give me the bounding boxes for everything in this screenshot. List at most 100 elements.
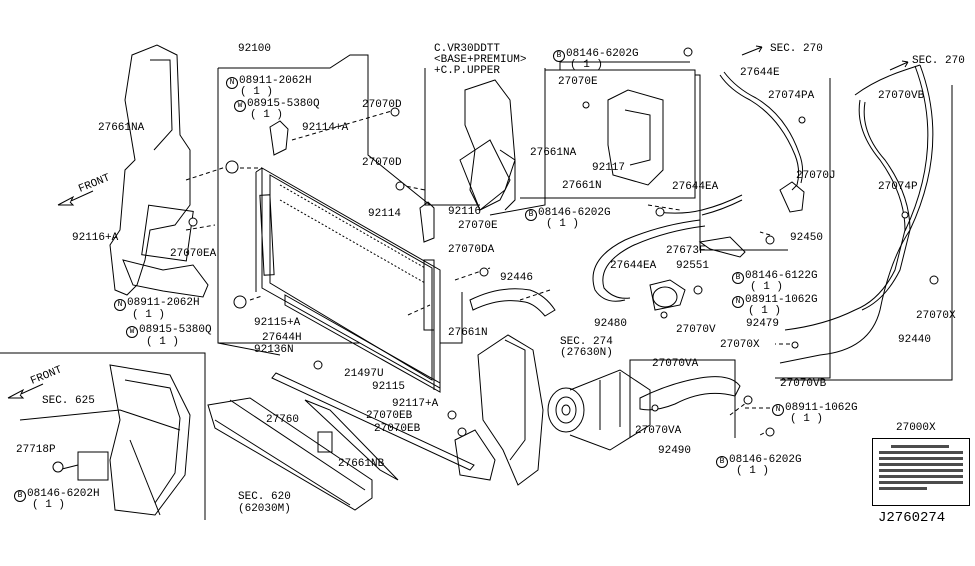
label-27070ea: 27070EA (170, 248, 217, 260)
n-circle-icon: N (226, 77, 238, 89)
w-circle-icon: W (234, 100, 246, 112)
label-27074p: 27074P (878, 181, 918, 193)
label-qty: ( 1 ) (146, 336, 180, 348)
label-qty: ( 1 ) (132, 309, 166, 321)
label-qty: ( 1 ) (750, 281, 784, 293)
label-92116: 92116 (448, 206, 482, 218)
label-sec274: SEC. 274 (560, 336, 613, 348)
label-27070e-top: 27070E (558, 76, 598, 88)
label-92114: 92114 (368, 208, 402, 220)
label-qty: ( 1 ) (32, 499, 66, 511)
label-qty: ( 1 ) (570, 59, 604, 71)
label-27070v: 27070V (676, 324, 716, 336)
label-92450: 92450 (790, 232, 824, 244)
label-sec270-b: SEC. 270 (912, 55, 965, 67)
label-27644ea-top: 27644EA (672, 181, 719, 193)
label-sec620: SEC. 620 (238, 491, 291, 503)
sec270-arrow-icon (741, 45, 763, 56)
label-sec270-a: SEC. 270 (770, 43, 823, 55)
label-cp-upper: +C.P.UPPER (434, 65, 501, 77)
b-circle-icon: B (732, 272, 744, 284)
pipe-92450 (656, 71, 805, 216)
label-27070d-a: 27070D (362, 99, 402, 111)
label-sec274-sub: (27630N) (560, 347, 613, 359)
b-circle-icon: B (14, 490, 26, 502)
b-circle-icon: B (553, 50, 565, 62)
w-circle-icon: W (126, 326, 138, 338)
label-qty: ( 1 ) (748, 305, 782, 317)
label-qty: ( 1 ) (790, 413, 824, 425)
label-92117a: 92117+A (392, 398, 439, 410)
label-cvr30ddtt: C.VR30DDTT (434, 43, 501, 55)
label-27661na-mid: 27661NA (530, 147, 577, 159)
label-27718p: 27718P (16, 444, 56, 456)
label-27070va-b: 27070VA (635, 425, 682, 437)
label-27644ea-mid: 27644EA (610, 260, 657, 272)
label-92116a: 92116+A (72, 232, 119, 244)
label-qty: ( 1 ) (250, 109, 284, 121)
b-circle-icon: B (716, 456, 728, 468)
label-27661n-top: 27661N (562, 180, 602, 192)
label-92480: 92480 (594, 318, 628, 330)
warning-label-icon (872, 438, 970, 506)
n-circle-icon: N (732, 296, 744, 308)
hose-92446 (469, 288, 556, 317)
label-92100: 92100 (238, 43, 272, 55)
label-92479: 92479 (746, 318, 780, 330)
label-92115a: 92115+A (254, 317, 301, 329)
label-92115: 92115 (372, 381, 406, 393)
front-arrow-icon (57, 190, 94, 206)
sec270-arrow-icon-2 (889, 60, 909, 71)
label-27070vb-top: 27070VB (878, 90, 925, 102)
frame-92100 (217, 68, 463, 344)
front-arrow-icon-inset (7, 383, 44, 399)
label-27661nb: 27661NB (338, 458, 385, 470)
label-92446: 92446 (500, 272, 534, 284)
label-92551: 92551 (676, 260, 710, 272)
label-qty: ( 1 ) (736, 465, 770, 477)
label-27074pa: 27074PA (768, 90, 815, 102)
label-27070e-mid: 27070E (458, 220, 498, 232)
n-circle-icon: N (772, 404, 784, 416)
air-guide-center (459, 79, 516, 211)
inset-frame (19, 364, 191, 516)
label-92136n: 92136N (254, 344, 294, 356)
label-sec620-sub: (62030M) (238, 503, 291, 515)
label-sec625: SEC. 625 (42, 395, 95, 407)
n-circle-icon: N (114, 299, 126, 311)
label-27070eb-a: 27070EB (366, 410, 413, 422)
label-27000x: 27000X (896, 422, 936, 434)
label-27673f: 27673F (666, 245, 706, 257)
label-27070da: 27070DA (448, 244, 495, 256)
label-27070x-mid: 27070X (720, 339, 760, 351)
label-27070x-right: 27070X (916, 310, 956, 322)
label-27070eb-b: 27070EB (374, 423, 421, 435)
label-27661n-low: 27661N (448, 327, 488, 339)
compressor (547, 369, 651, 451)
air-guide-lower (454, 334, 544, 486)
label-27070d-b: 27070D (362, 157, 402, 169)
condenser-core (255, 167, 441, 390)
inset-box (0, 352, 206, 520)
label-27644e: 27644E (740, 67, 780, 79)
label-27661na-left: 27661NA (98, 122, 145, 134)
air-guide-left (109, 44, 209, 298)
label-27760: 27760 (266, 414, 300, 426)
label-27070va-a: 27070VA (652, 358, 699, 370)
label-92114a: 92114+A (302, 122, 349, 134)
b-circle-icon: B (525, 209, 537, 221)
label-qty: ( 1 ) (546, 218, 580, 230)
bracket-92117 (607, 89, 664, 186)
hose-92480 (592, 219, 706, 311)
diagram-code: J2760274 (878, 510, 946, 526)
